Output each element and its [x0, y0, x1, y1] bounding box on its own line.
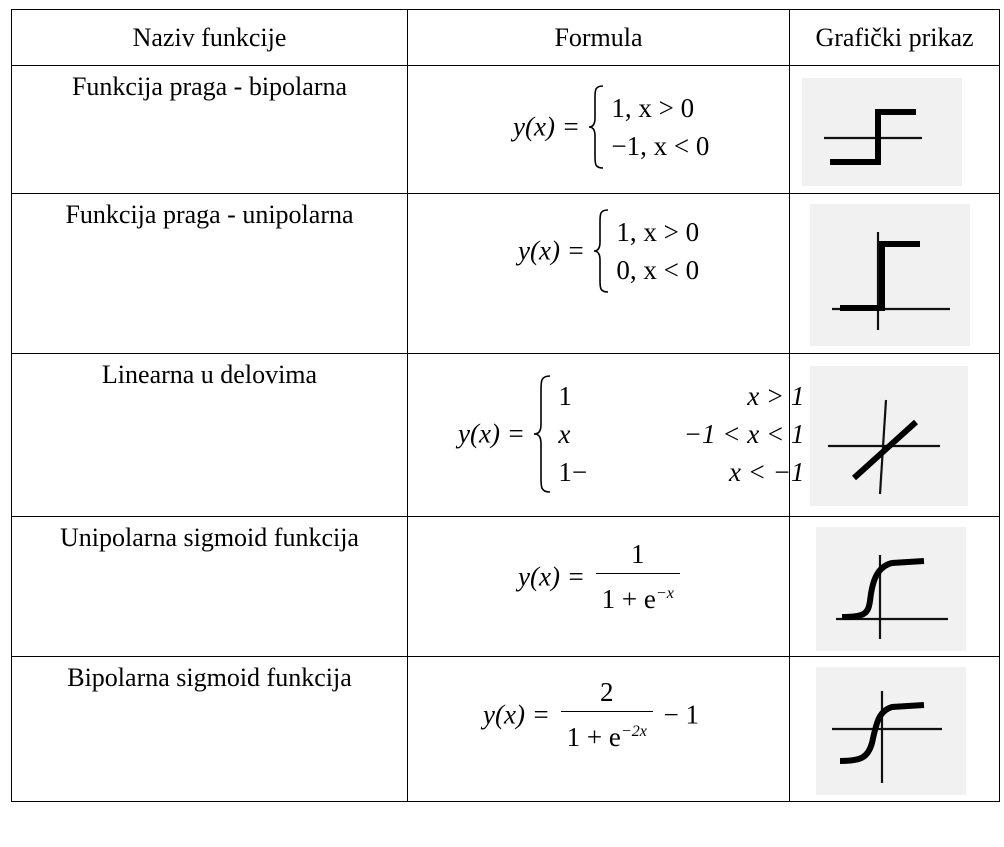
formula-lhs: y(x) = — [483, 699, 550, 730]
function-name: Bipolarna sigmoid funkcija — [67, 663, 352, 692]
cases: 1 x > 1 x −1 < x < 1 1− x < −1 — [558, 377, 804, 491]
piecewise-linear-icon — [828, 399, 940, 495]
case-condition: x > 1 — [747, 381, 805, 411]
formula-cell: y(x) = 1, x > 0 −1, x < 0 — [407, 65, 790, 194]
formula-lhs: y(x) = — [513, 111, 580, 142]
graph-cell — [789, 193, 1000, 354]
unipolar-sigmoid-icon — [836, 555, 948, 639]
formula: y(x) = 1 1 + e−x — [518, 535, 684, 619]
case-line: x −1 < x < 1 — [558, 415, 804, 453]
graph-cell — [789, 65, 1000, 194]
case-condition: x < −1 — [728, 457, 805, 487]
numerator: 1 — [595, 535, 680, 574]
denominator: 1 + e−x — [596, 574, 680, 619]
case-line: 1 x > 1 — [558, 377, 804, 415]
case-line: 1− x < −1 — [558, 453, 804, 491]
left-brace-icon — [588, 85, 603, 169]
function-name: Linearna u delovima — [101, 360, 318, 389]
function-name: Unipolarna sigmoid funkcija — [60, 523, 359, 552]
activation-functions-table: Naziv funkcije Formula Grafički prikaz F… — [11, 9, 1000, 802]
bipolar-step-icon — [824, 109, 922, 165]
formula: y(x) = 1 x > 1 x −1 < x < 1 1− x < −1 — [458, 374, 804, 494]
fraction: 1 1 + e−x — [595, 535, 680, 619]
case-value: x — [558, 419, 571, 449]
formula: y(x) = 2 1 + e−2x − 1 — [483, 673, 699, 757]
table-row: Funkcija praga - bipolarna y(x) = 1, x >… — [11, 65, 1000, 194]
header-graph: Grafički prikaz — [789, 9, 1000, 66]
formula-lhs: y(x) = — [518, 561, 585, 592]
case-line: 0, x < 0 — [616, 255, 700, 285]
formula-cell: y(x) = 2 1 + e−2x − 1 — [407, 656, 790, 802]
formula: y(x) = 1, x > 0 0, x < 0 — [518, 208, 699, 294]
exponent: −x — [655, 585, 674, 602]
denominator-base: 1 + e — [601, 584, 656, 614]
function-name-cell: Funkcija praga - bipolarna — [11, 65, 408, 194]
numerator: 2 — [560, 673, 653, 712]
header-name: Naziv funkcije — [11, 9, 408, 66]
formula-lhs: y(x) = — [458, 418, 525, 449]
denominator: 1 + e−2x — [561, 712, 653, 757]
function-name-cell: Bipolarna sigmoid funkcija — [11, 656, 408, 802]
formula-cell: y(x) = 1, x > 0 0, x < 0 — [407, 193, 790, 354]
cases: 1, x > 0 0, x < 0 — [616, 213, 699, 289]
denominator-base: 1 + e — [566, 722, 621, 752]
table-row: Linearna u delovima y(x) = 1 x > 1 x −1 < … — [11, 353, 1000, 517]
exponent: −2x — [620, 723, 647, 740]
table-row: Unipolarna sigmoid funkcija y(x) = 1 1 +… — [11, 516, 1000, 657]
case-line: 1, x > 0 — [616, 217, 700, 247]
table-row: Bipolarna sigmoid funkcija y(x) = 2 1 + … — [11, 656, 1000, 802]
graph-cell — [789, 353, 1000, 517]
formula-cell: y(x) = 1 x > 1 x −1 < x < 1 1− x < −1 — [407, 353, 804, 517]
graph-panel — [810, 204, 970, 346]
case-value: 1 — [558, 381, 572, 411]
case-value: 1− — [558, 457, 588, 487]
function-name: Funkcija praga - bipolarna — [71, 72, 348, 101]
table-header-row: Naziv funkcije Formula Grafički prikaz — [11, 9, 1000, 66]
graph-panel — [810, 366, 968, 506]
left-brace-icon — [533, 375, 550, 493]
graph-panel — [816, 527, 966, 651]
function-name-cell: Unipolarna sigmoid funkcija — [11, 516, 408, 657]
graph-cell — [789, 516, 1000, 657]
table-row: Funkcija praga - unipolarna y(x) = 1, x … — [11, 193, 1000, 354]
graph-cell — [789, 656, 1000, 802]
graph-panel — [802, 78, 962, 186]
cases: 1, x > 0 −1, x < 0 — [611, 89, 709, 165]
formula-cell: y(x) = 1 1 + e−x — [407, 516, 790, 657]
function-name-cell: Linearna u delovima — [11, 353, 408, 517]
bipolar-sigmoid-icon — [832, 691, 942, 783]
case-condition: −1 < x < 1 — [683, 419, 805, 449]
left-brace-icon — [593, 209, 608, 293]
case-line: −1, x < 0 — [611, 131, 710, 161]
formula-tail: − 1 — [663, 699, 700, 730]
graph-panel — [816, 667, 966, 795]
fraction: 2 1 + e−2x — [560, 673, 653, 757]
case-line: 1, x > 0 — [611, 93, 695, 123]
formula: y(x) = 1, x > 0 −1, x < 0 — [513, 84, 709, 170]
formula-lhs: y(x) = — [518, 235, 585, 266]
function-name: Funkcija praga - unipolarna — [65, 200, 354, 229]
header-formula: Formula — [407, 9, 790, 66]
unipolar-step-icon — [832, 232, 950, 330]
function-name-cell: Funkcija praga - unipolarna — [11, 193, 408, 354]
